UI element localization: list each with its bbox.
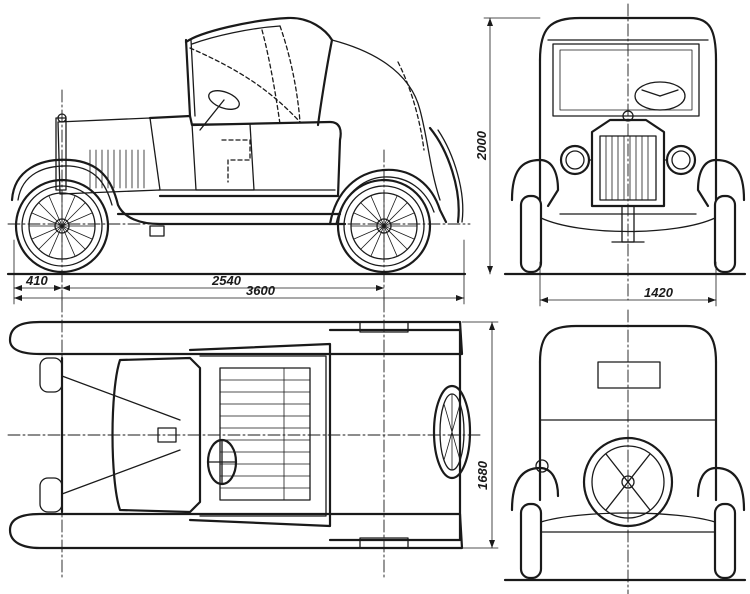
side-view (6, 16, 471, 301)
rear-view (503, 309, 747, 594)
dim-overall-width: 1680 (475, 460, 490, 490)
dim-overall-length: 3600 (246, 283, 276, 298)
headlamp-right (665, 144, 697, 176)
dim-height: 2000 (474, 130, 489, 161)
side-dimensions: 410 2540 3600 (13, 239, 465, 305)
front-dimensions: 2000 1420 (474, 17, 717, 307)
dim-front-overhang: 410 (25, 273, 48, 288)
steering-wheel-top (206, 438, 238, 486)
top-view: 1680 (7, 299, 499, 581)
dim-track-width: 1420 (644, 285, 674, 300)
front-wheel (14, 178, 110, 274)
folding-top (184, 16, 334, 127)
spare-wheel-top (432, 384, 472, 480)
rear-wheel (336, 178, 432, 274)
spare-wheel-rear (582, 436, 674, 528)
steering-wheel (199, 90, 240, 131)
top-dimensions: 1680 (461, 321, 499, 549)
radiator (590, 110, 666, 208)
dim-wheelbase: 2540 (211, 273, 242, 288)
front-view: 2000 1420 (474, 3, 747, 307)
headlamp-left (559, 144, 591, 176)
seat-slats (219, 367, 311, 501)
